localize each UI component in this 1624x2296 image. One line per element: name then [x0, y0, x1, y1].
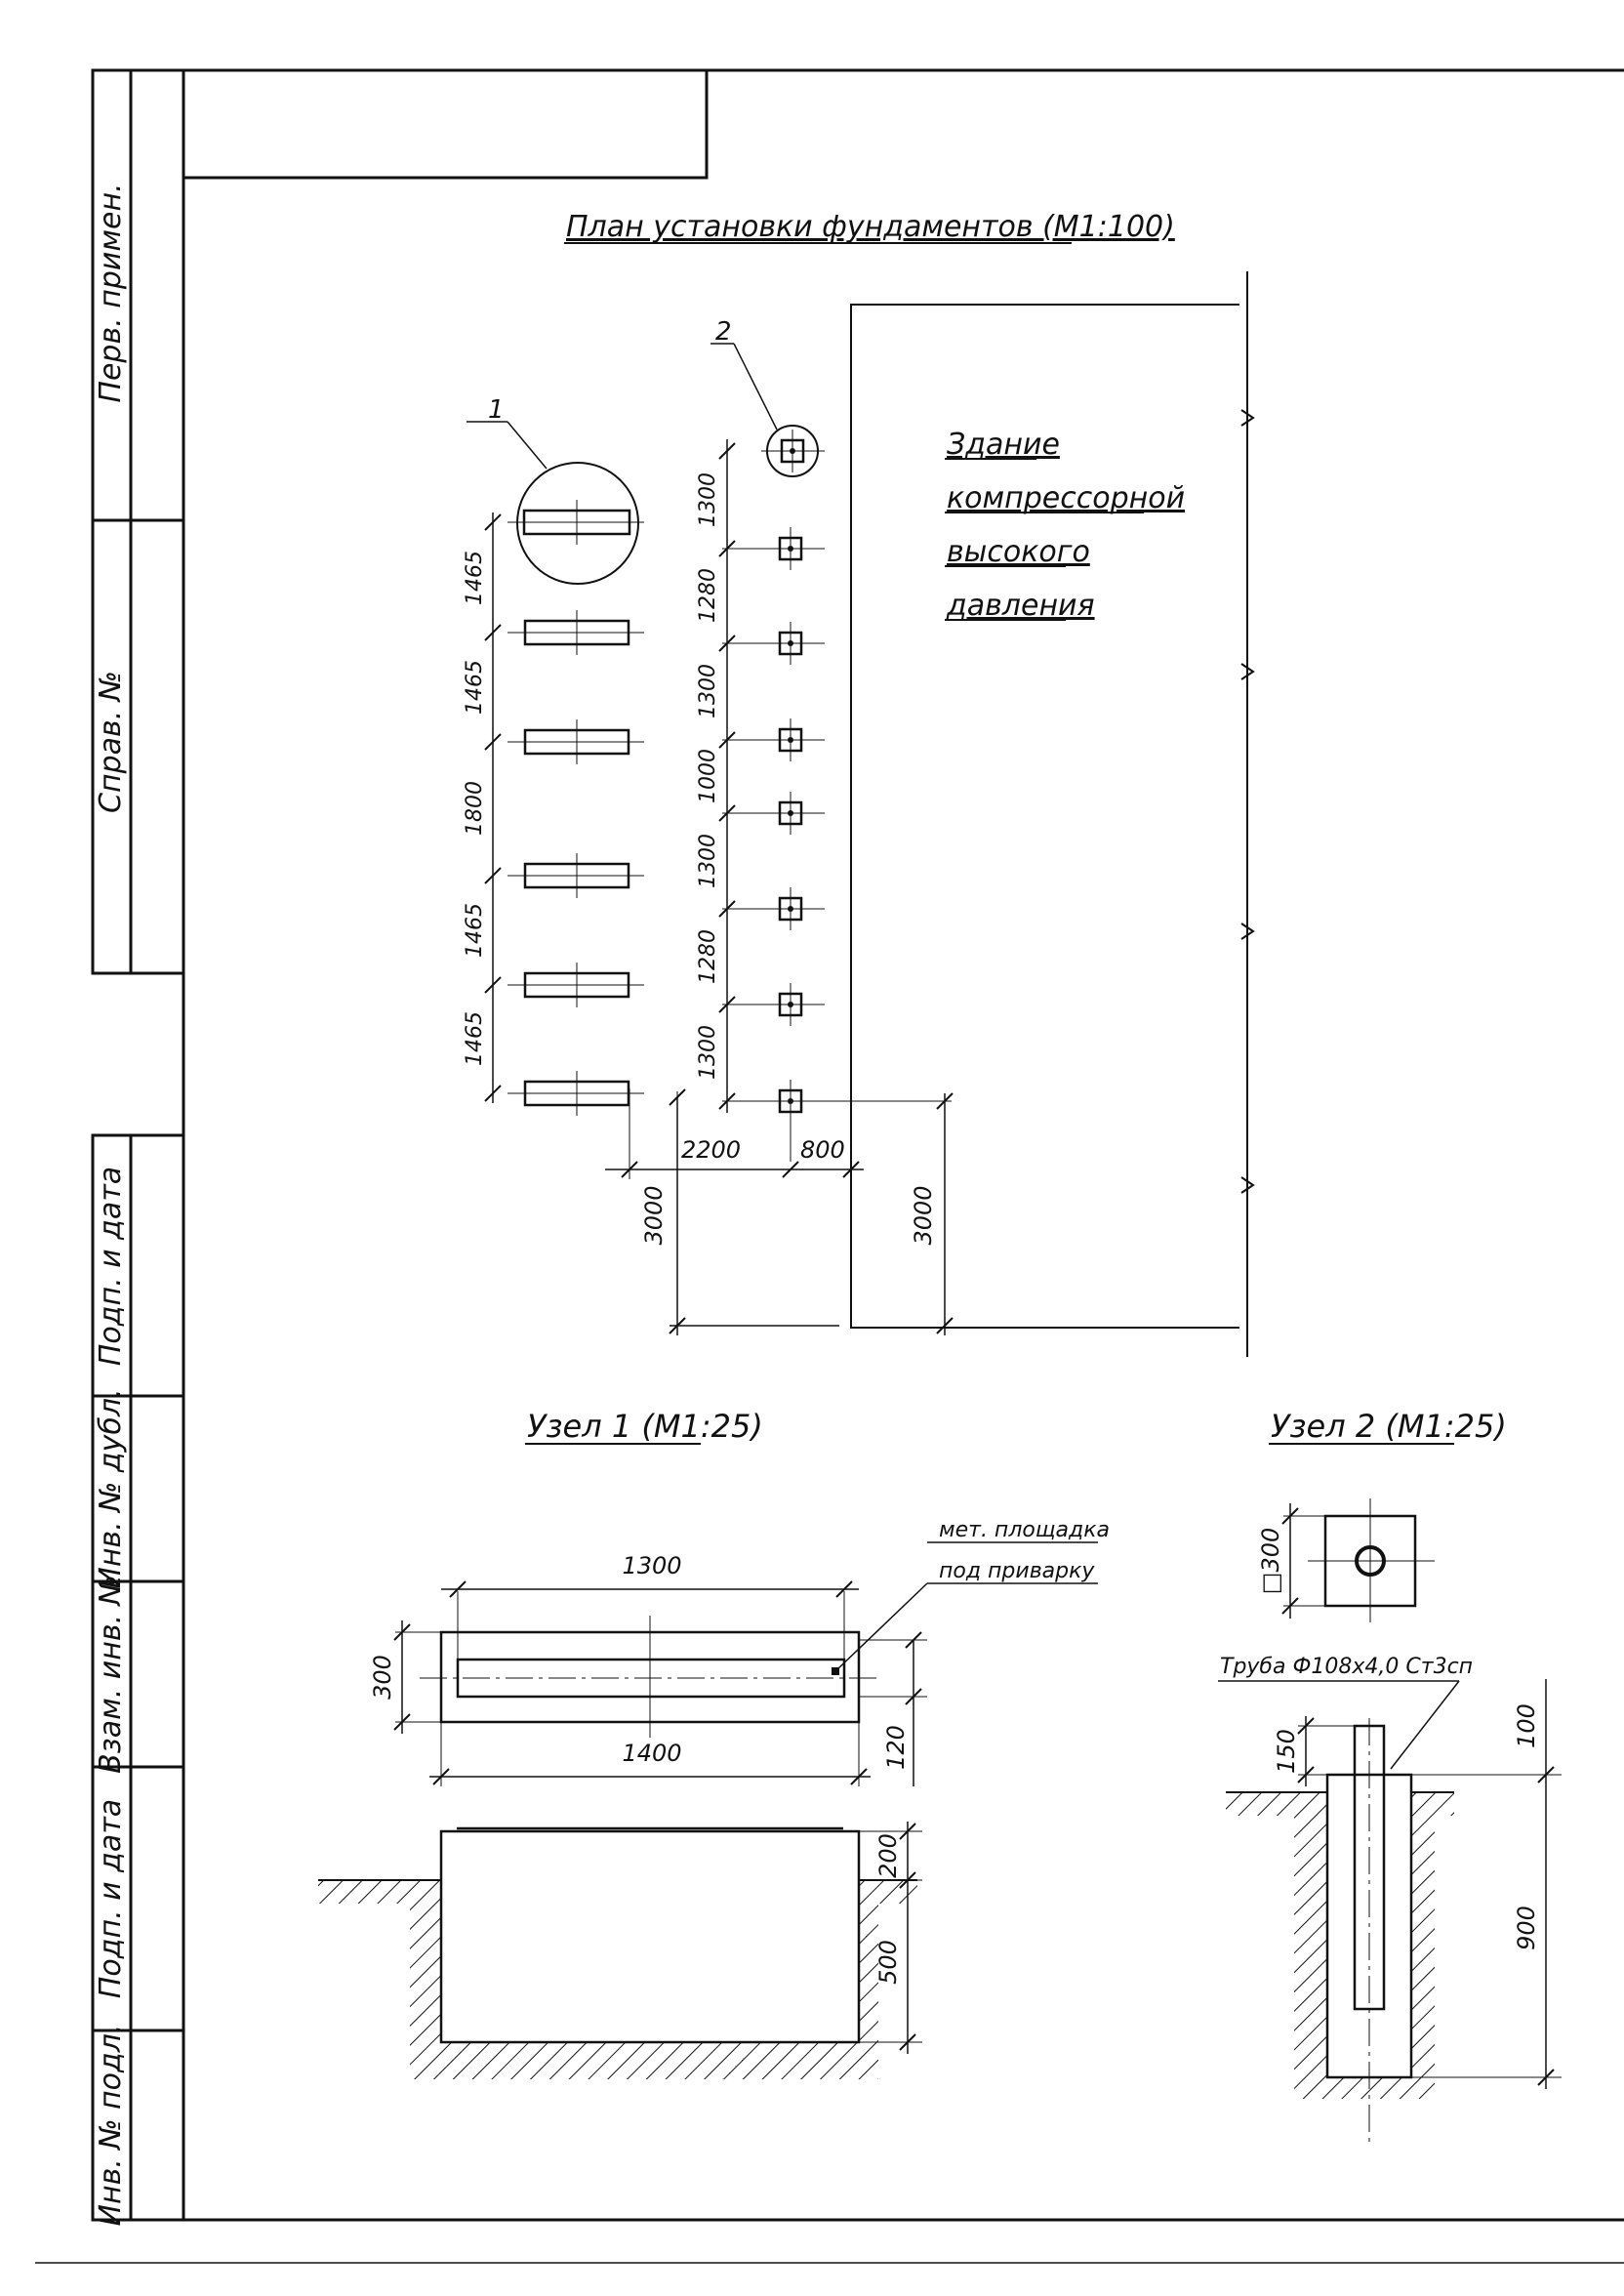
node1-dim-120: 120 — [882, 1725, 910, 1770]
bottom-dim-800: 800 — [800, 1136, 845, 1164]
node1-dim-1300: 1300 — [622, 1552, 681, 1579]
left-foundations: 1 1465 1465 1800 1465 1465 — [463, 395, 644, 1116]
right-dim-4: 1000 — [696, 749, 720, 803]
node1-note-line2: под приварку — [939, 1559, 1095, 1583]
sidebar-stamp: Перв. примен. Справ. № Подп. и дата Инв.… — [91, 68, 185, 2227]
post-foundation — [778, 438, 805, 1114]
stamp-sprav-no: Справ. № — [94, 671, 128, 813]
stamp-podp-i-data-2: Подп. и дата — [94, 1799, 128, 1998]
strip-plan-plate — [456, 1658, 846, 1699]
node2-dim-150: 150 — [1273, 1729, 1300, 1774]
node2-dim-100: 100 — [1513, 1703, 1540, 1748]
stamp-perv-primen: Перв. примен. — [94, 183, 128, 402]
left-dim-4: 1465 — [463, 903, 487, 958]
building-label-line-4: давления — [946, 589, 1095, 623]
sheet-frame — [35, 68, 1624, 2264]
building-label-line-2: компрессорной — [947, 481, 1185, 515]
stamp-vzam-inv-no: Взам. инв. № — [94, 1575, 128, 1774]
stamp-podp-i-data: Подп. и дата — [94, 1167, 128, 1366]
right-dim-6: 1280 — [696, 929, 720, 984]
strip-foundation — [522, 509, 631, 1107]
node2-dim-900: 900 — [1513, 1906, 1540, 1950]
left-dim-2: 1465 — [463, 660, 487, 715]
node2-dim-square: □300 — [1257, 1528, 1284, 1594]
plan-bottom-dimensions: 2200 800 3000 3000 — [605, 1088, 956, 1335]
node1-section — [318, 1826, 917, 2079]
node2-title: Узел 2 (М1:25) — [1271, 1408, 1507, 1445]
right-dim-2: 1280 — [696, 568, 720, 623]
right-dim-1: 1300 — [696, 472, 720, 527]
node2-section — [1226, 1718, 1454, 2148]
bottom-dim-2200: 2200 — [681, 1136, 741, 1164]
stamp-inv-no-podl: Инв. № подл. — [94, 2025, 128, 2227]
right-dim-3: 1300 — [696, 664, 720, 718]
plan-title: План установки фундаментов (М1:100) — [566, 210, 1175, 244]
node1-title: Узел 1 (М1:25) — [527, 1408, 763, 1445]
right-dim-7: 1300 — [696, 1025, 720, 1080]
node1-note-line1: мет. площадка — [939, 1518, 1110, 1542]
node1-dim-1400: 1400 — [622, 1740, 681, 1767]
node2-pipe-label: Труба Ф108х4,0 Ст3сп — [1220, 1655, 1473, 1679]
left-dim-3: 1800 — [463, 781, 487, 836]
building-label-line-3: высокого — [947, 535, 1090, 569]
right-dim-5: 1300 — [696, 834, 720, 888]
vertical-dim-3000-left: 3000 — [640, 1185, 668, 1245]
callout-circle-1 — [516, 462, 639, 585]
node-2-detail: Узел 2 (М1:25) □300 Труба Ф108х4,0 Ст3сп… — [1218, 1408, 1562, 2148]
stamp-inv-no-dubl: Инв. № дубл. — [94, 1388, 128, 1588]
building-label-line-1: Здание — [947, 428, 1060, 462]
node1-dim-500: 500 — [874, 1940, 902, 1985]
vertical-dim-3000-right: 3000 — [910, 1185, 937, 1245]
right-foundations: 2 1300 1280 1300 1000 — [696, 317, 952, 1162]
callout-2-label: 2 — [715, 317, 732, 347]
node-1-detail: Узел 1 (М1:25) 1300 1400 300 120 мет. пл… — [318, 1408, 1110, 2079]
left-dim-1: 1465 — [463, 551, 487, 605]
building-outline: Здание компрессорной высокого давления — [850, 271, 1255, 1357]
callout-1-label: 1 — [488, 395, 505, 425]
left-dim-5: 1465 — [463, 1011, 487, 1066]
node1-dim-200: 200 — [874, 1833, 902, 1878]
foundation-plan: План установки фундаментов (М1:100) Здан… — [463, 210, 1255, 1357]
node1-dim-300: 300 — [369, 1655, 396, 1700]
